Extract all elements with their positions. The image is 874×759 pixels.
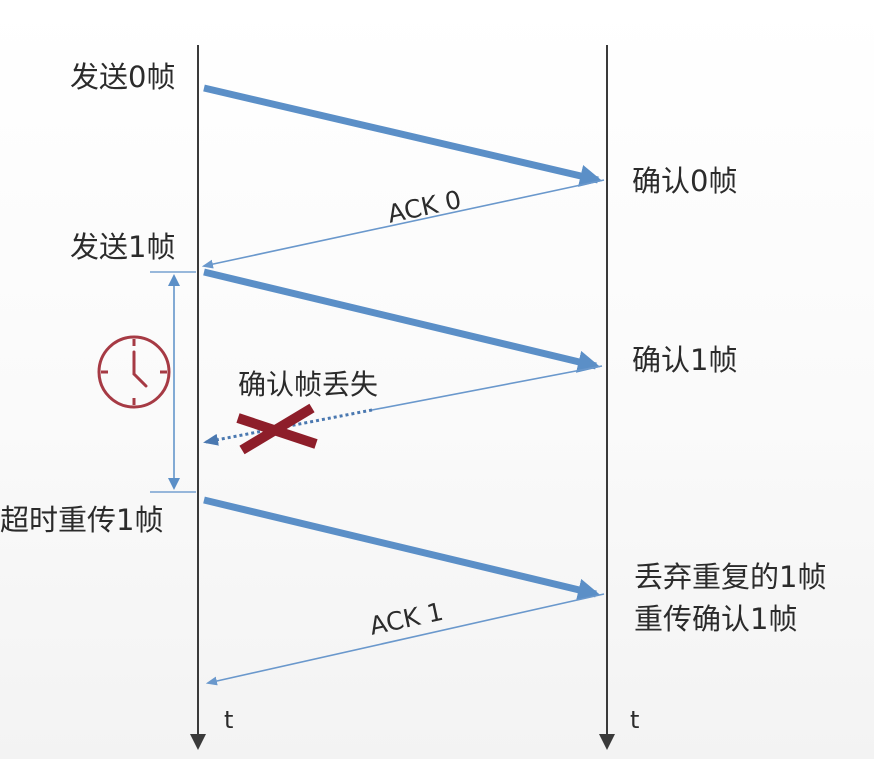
sender-time-label: t (224, 706, 234, 734)
send-frame0-label: 发送0帧 (70, 60, 176, 94)
ack-lost-label: 确认帧丢失 (238, 368, 379, 401)
send-frame1-label: 发送1帧 (70, 230, 176, 264)
discard-duplicate-label: 丢弃重复的1帧 (634, 560, 827, 594)
receiver-time-label: t (630, 706, 640, 734)
reconfirm-label: 重传确认1帧 (634, 602, 798, 636)
clock-icon (97, 335, 171, 409)
confirm-frame1-label: 确认1帧 (632, 343, 738, 377)
confirm-frame0-label: 确认0帧 (632, 164, 738, 198)
frame0-arrow (203, 84, 603, 187)
x-cross-icon (236, 403, 318, 455)
timeout-retransmit-label: 超时重传1帧 (0, 503, 164, 537)
ack0-arrow (201, 179, 605, 269)
timeout-interval-bracket (150, 271, 196, 493)
lost-ack-arrow (371, 365, 603, 411)
retransmit-frame1-arrow (203, 496, 601, 601)
frame1-arrow (203, 268, 601, 373)
ack1-arrow (205, 593, 605, 686)
